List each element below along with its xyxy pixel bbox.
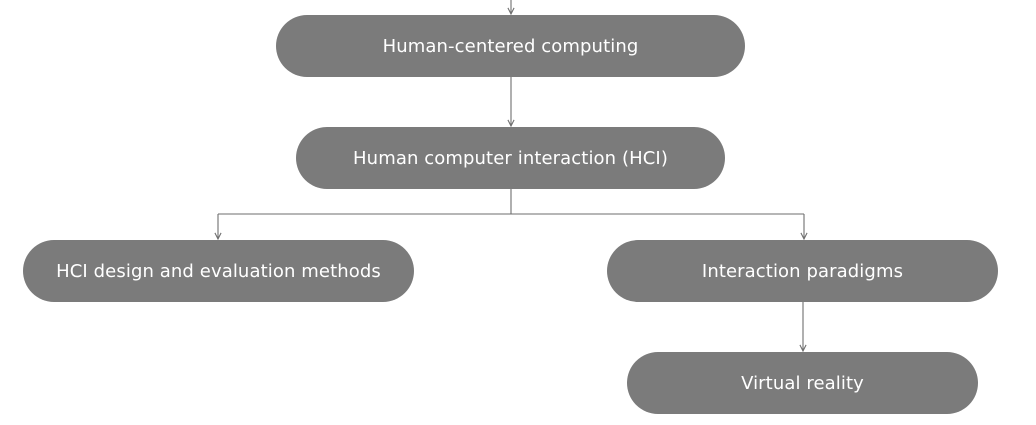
node-interaction-paradigms: Interaction paradigms (607, 240, 998, 302)
connector-hci-split (218, 189, 804, 215)
node-human-computer-interaction: Human computer interaction (HCI) (296, 127, 725, 189)
node-hci-design-evaluation-methods: HCI design and evaluation methods (23, 240, 414, 302)
node-human-centered-computing: Human-centered computing (276, 15, 745, 77)
node-virtual-reality: Virtual reality (627, 352, 978, 414)
